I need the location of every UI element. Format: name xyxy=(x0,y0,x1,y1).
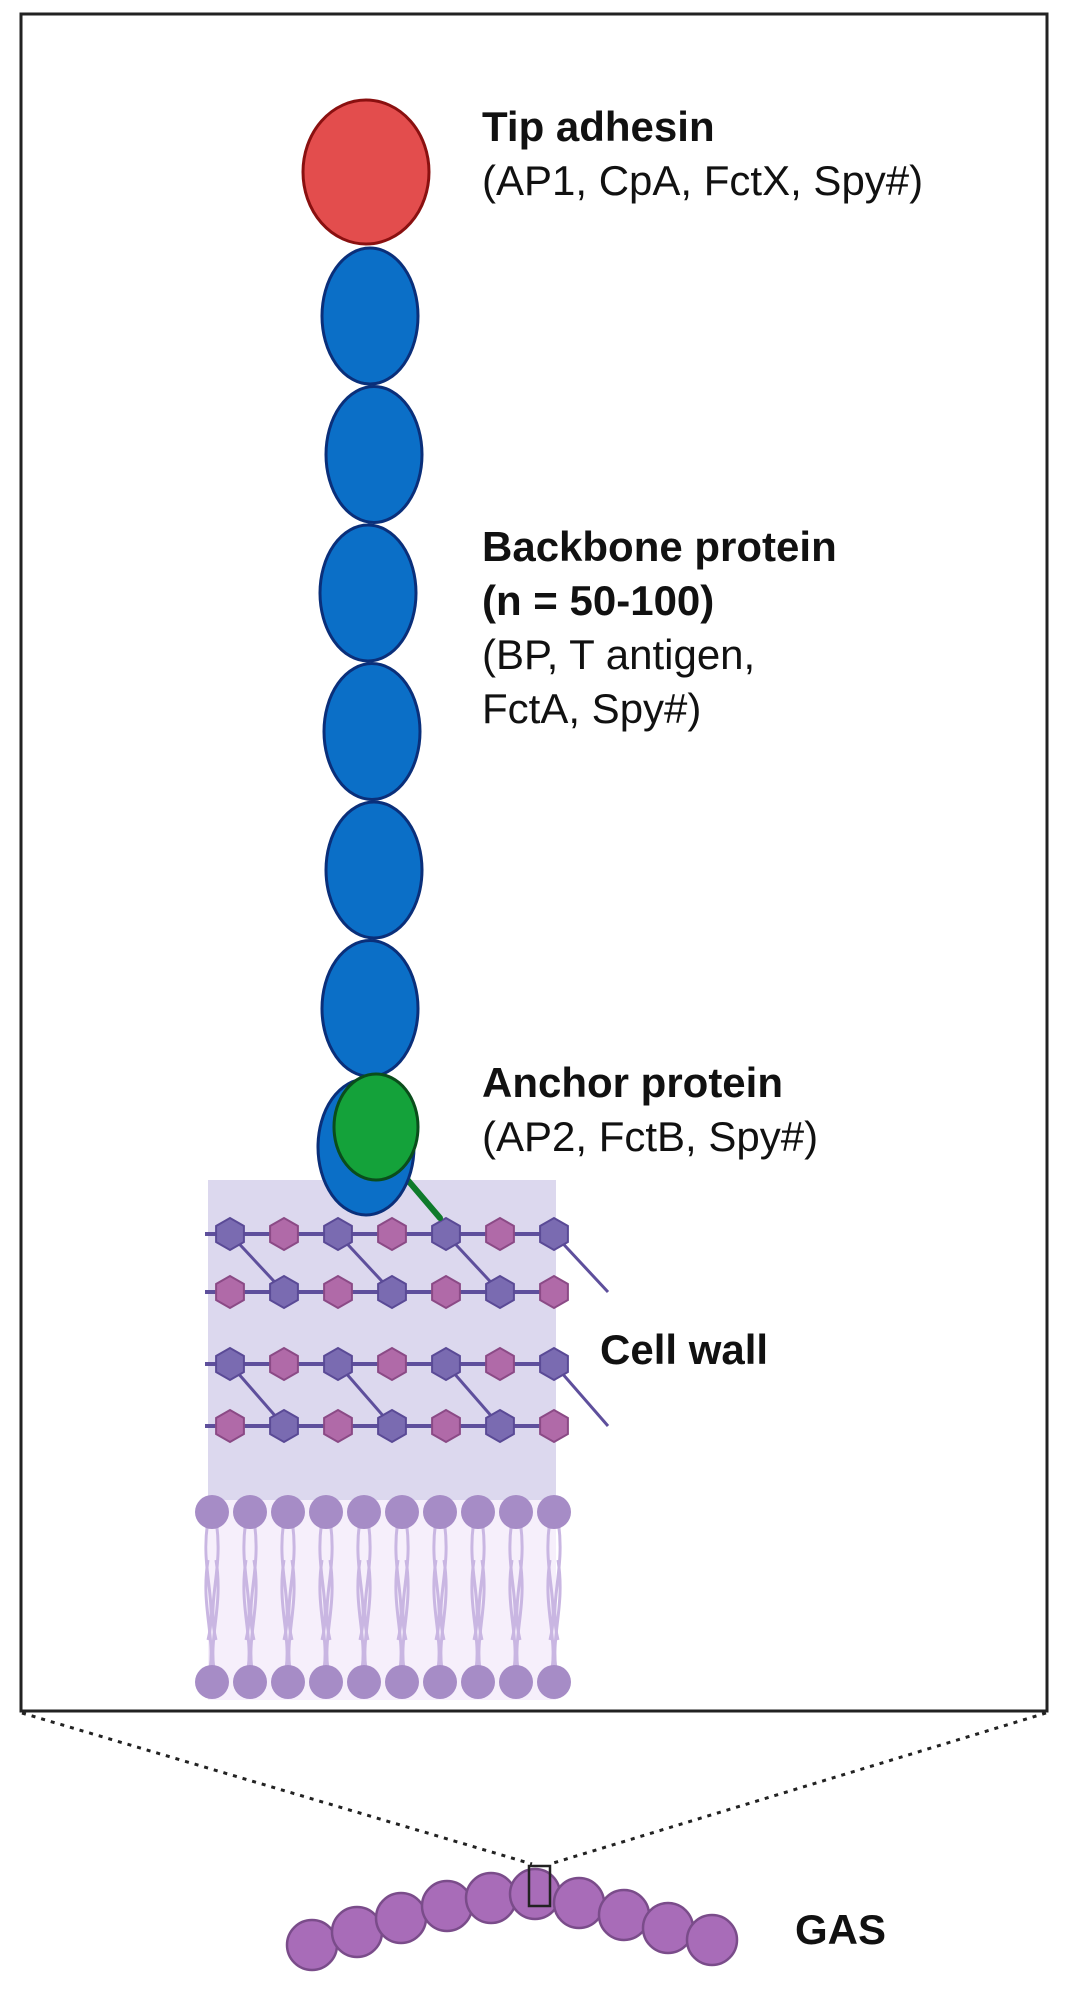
lipid-head-bottom xyxy=(461,1665,495,1699)
backbone-subunit xyxy=(318,523,418,663)
gas-cell xyxy=(552,1876,606,1930)
lipid-head-top xyxy=(347,1495,381,1529)
glycan-sugar-pink xyxy=(323,1274,353,1310)
backbone-detail-1: (BP, T antigen, xyxy=(482,631,756,678)
gas-cell xyxy=(374,1891,428,1945)
lipid-head-top xyxy=(271,1495,305,1529)
backbone-protein-label: Backbone protein (n = 50-100) (BP, T ant… xyxy=(482,520,837,736)
lipid-head-top xyxy=(233,1495,267,1529)
backbone-title: Backbone protein xyxy=(482,523,837,570)
gas-cell xyxy=(685,1913,739,1967)
lipid-head-bottom xyxy=(271,1665,305,1699)
anchor-protein-label: Anchor protein (AP2, FctB, Spy#) xyxy=(482,1056,818,1164)
lipid-head-bottom xyxy=(385,1665,419,1699)
backbone-subunit xyxy=(320,246,420,386)
tip-adhesin-subunit xyxy=(301,98,431,246)
lipid-head-top xyxy=(499,1495,533,1529)
gas-cell xyxy=(508,1867,562,1921)
cell-wall-label: Cell wall xyxy=(600,1323,768,1377)
backbone-subunit xyxy=(322,662,422,801)
glycan-sugar-pink xyxy=(485,1216,515,1252)
glycan-sugar-pink xyxy=(431,1408,461,1444)
lipid-head-top xyxy=(537,1495,571,1529)
glycan-sugar-dark xyxy=(377,1274,407,1310)
backbone-subunit xyxy=(320,939,420,1078)
tip-adhesin-label: Tip adhesin (AP1, CpA, FctX, Spy#) xyxy=(482,100,923,208)
lipid-head-bottom xyxy=(195,1665,229,1699)
glycan-sugar-pink xyxy=(539,1408,569,1444)
lipid-head-top xyxy=(461,1495,495,1529)
anchor-title: Anchor protein xyxy=(482,1059,783,1106)
gas-cell xyxy=(641,1901,695,1955)
glycan-sugar-pink xyxy=(431,1274,461,1310)
backbone-detail-2: FctA, Spy#) xyxy=(482,685,702,732)
glycan-sugar-pink xyxy=(485,1346,515,1382)
gas-bacterium-chain xyxy=(285,1867,739,1972)
lipid-head-bottom xyxy=(347,1665,381,1699)
glycan-sugar-dark xyxy=(485,1274,515,1310)
lipid-bilayer xyxy=(195,1495,571,1699)
lipid-head-top xyxy=(423,1495,457,1529)
glycan-sugar-dark xyxy=(539,1346,569,1382)
gas-cell xyxy=(597,1888,651,1942)
glycan-sugar-dark xyxy=(323,1346,353,1382)
glycan-sugar-pink xyxy=(377,1346,407,1382)
glycan-sugar-dark xyxy=(539,1216,569,1252)
gas-title: GAS xyxy=(795,1906,887,1953)
zoom-line-right xyxy=(549,1711,1047,1866)
glycan-sugar-dark xyxy=(431,1216,461,1252)
lipid-head-bottom xyxy=(499,1665,533,1699)
glycan-sugar-dark xyxy=(377,1408,407,1444)
zoom-line-left xyxy=(21,1711,533,1866)
membrane-background xyxy=(208,1500,556,1700)
glycan-sugar-dark xyxy=(323,1216,353,1252)
lipid-head-bottom xyxy=(233,1665,267,1699)
glycan-sugar-pink xyxy=(539,1274,569,1310)
gas-label: GAS xyxy=(795,1903,886,1957)
glycan-sugar-dark xyxy=(431,1346,461,1382)
zoom-region-marker xyxy=(527,1864,552,1908)
backbone-subunit xyxy=(324,800,424,940)
anchor-protein-subunit xyxy=(332,1072,420,1182)
cell-wall xyxy=(205,1180,610,1700)
tip-adhesin-detail: (AP1, CpA, FctX, Spy#) xyxy=(482,157,924,204)
lipid-head-bottom xyxy=(309,1665,343,1699)
lipid-head-top xyxy=(195,1495,229,1529)
gas-cell xyxy=(464,1871,518,1925)
glycan-sugar-pink xyxy=(215,1408,245,1444)
backbone-subunit xyxy=(324,385,424,524)
glycan-sugar-dark xyxy=(269,1408,299,1444)
backbone-count: (n = 50-100) xyxy=(482,577,715,624)
gas-cell xyxy=(285,1918,339,1972)
lipid-head-bottom xyxy=(423,1665,457,1699)
glycan-sugar-pink xyxy=(323,1408,353,1444)
backbone-subunits xyxy=(316,246,424,1217)
glycan-sugar-pink xyxy=(215,1274,245,1310)
glycan-sugar-dark xyxy=(215,1216,245,1252)
glycan-sugar-pink xyxy=(269,1216,299,1252)
tip-adhesin-title: Tip adhesin xyxy=(482,103,715,150)
cell-wall-title: Cell wall xyxy=(600,1326,769,1373)
glycan-sugar-dark xyxy=(485,1408,515,1444)
gas-cell xyxy=(420,1879,474,1933)
lipid-head-top xyxy=(385,1495,419,1529)
glycan-sugar-pink xyxy=(377,1216,407,1252)
pilus xyxy=(301,98,431,1217)
glycan-sugar-dark xyxy=(269,1274,299,1310)
lipid-head-top xyxy=(309,1495,343,1529)
peptidoglycan-strands xyxy=(215,1216,569,1444)
anchor-detail: (AP2, FctB, Spy#) xyxy=(482,1113,819,1160)
glycan-sugar-pink xyxy=(269,1346,299,1382)
lipid-head-bottom xyxy=(537,1665,571,1699)
glycan-sugar-dark xyxy=(215,1346,245,1382)
gas-cell xyxy=(330,1905,384,1959)
